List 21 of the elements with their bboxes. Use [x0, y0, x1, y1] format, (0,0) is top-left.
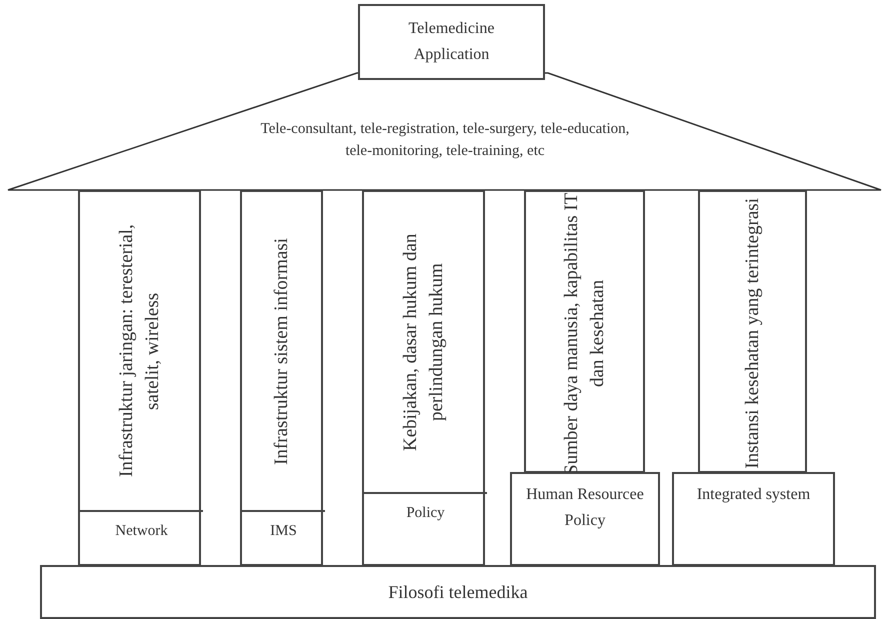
- box-text: Human Resourcee Policy: [525, 485, 645, 531]
- section-box: [510, 472, 660, 566]
- pillar-text: Kebijakan, dasar hukum dan perlindungan hukum: [398, 232, 448, 453]
- pillar-text: Infrastruktur jaringan: teresterial, satelit, wireless: [114, 224, 164, 480]
- section-label: IMS: [270, 522, 297, 541]
- box-text: Filosofi telemedika: [388, 581, 528, 604]
- roof-text: Tele-consultant, tele-registration, tele-surgery, tele-education, tele-monitoring, tele-training, etc: [260, 120, 630, 161]
- section-label: Network: [115, 522, 168, 541]
- pillar-text: Infrastruktur sistem informasi: [270, 238, 292, 464]
- pillar: [362, 190, 485, 566]
- pillar: [524, 190, 645, 473]
- foundation-box: [40, 565, 876, 619]
- section-label: Policy: [406, 504, 445, 523]
- pillar: [78, 190, 201, 566]
- box-text: Integrated system: [696, 485, 810, 505]
- pillar-text: Instansi kesehatan yang terintegrasi: [740, 198, 764, 469]
- title-box: [358, 4, 545, 80]
- box-text: Telemedicine Application: [408, 19, 496, 65]
- section-box: [672, 472, 835, 566]
- pillar: [698, 190, 807, 473]
- pillar: [240, 190, 323, 566]
